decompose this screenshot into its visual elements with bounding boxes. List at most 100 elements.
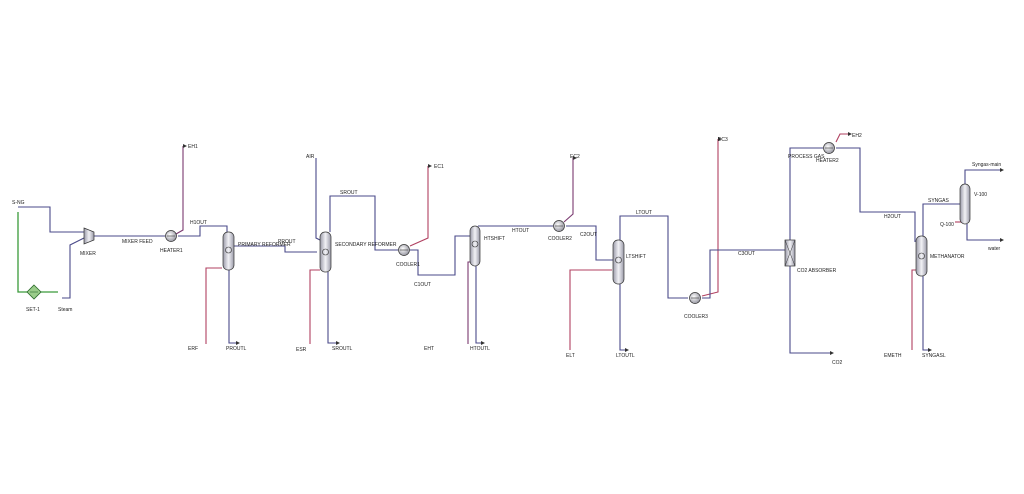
stream-prout-line[interactable]: [234, 245, 317, 253]
label-air: AIR: [306, 154, 315, 160]
stream-esr-line[interactable]: [309, 269, 320, 344]
stream-elt-line[interactable]: [569, 269, 612, 350]
stream-srout-line[interactable]: [329, 195, 398, 251]
secondary-reformer-icon[interactable]: [319, 231, 332, 273]
stream-syngas-main-line[interactable]: [964, 169, 1000, 186]
label-primary-reformer: PRIMARY REFORMER: [238, 242, 291, 248]
eh1-arrow: [183, 144, 187, 148]
stream-water-line[interactable]: [966, 224, 1000, 241]
label-ec1: EC1: [434, 164, 444, 170]
syngas-main-arrow: [1000, 168, 1004, 172]
stream-eh1-line[interactable]: [175, 146, 184, 235]
label-cooler3: COOLER3: [684, 314, 708, 320]
stream-htoutl-line[interactable]: [475, 266, 481, 344]
syngasl-arrow: [928, 348, 932, 352]
stream-c3out-line[interactable]: [702, 249, 786, 299]
co2-absorber-icon[interactable]: [784, 239, 796, 267]
ec3-arrow: [718, 137, 722, 141]
stream-ec2-line[interactable]: [563, 158, 574, 223]
ec1-arrow: [428, 164, 432, 168]
stream-sroutl-line[interactable]: [327, 272, 336, 344]
stream-proutl-line[interactable]: [228, 270, 236, 344]
htshift-icon[interactable]: [469, 225, 481, 267]
water-arrow: [1000, 238, 1004, 242]
stream-eh2-line[interactable]: [835, 133, 848, 143]
sroutl-arrow: [336, 341, 340, 345]
ltshift-icon[interactable]: [612, 239, 625, 285]
label-set1: SET-1: [26, 307, 40, 313]
stream-syngas-line[interactable]: [922, 203, 965, 236]
stream-steam-line[interactable]: [62, 237, 85, 299]
label-htout: HTOUT: [512, 228, 529, 234]
label-mixer: MIXER: [80, 251, 96, 257]
stream-ltout-line[interactable]: [619, 215, 688, 299]
v100-icon[interactable]: [959, 183, 971, 225]
label-methanator: METHANATOR: [930, 254, 965, 260]
proutl-arrow: [236, 341, 240, 345]
stream-ec3-line[interactable]: [701, 139, 719, 297]
stream-eht-line[interactable]: [467, 261, 472, 344]
primary-reformer-icon[interactable]: [222, 231, 235, 271]
label-ec3: EC3: [718, 137, 728, 143]
label-q100: Q-100: [940, 222, 954, 228]
label-erf: ERF: [188, 346, 198, 352]
label-ec2: EC2: [570, 154, 580, 160]
label-heater1: HEATER1: [160, 248, 183, 254]
ec2-arrow: [573, 156, 577, 160]
stream-ec1-line[interactable]: [409, 166, 429, 247]
stream-s-ng-line[interactable]: [18, 206, 84, 233]
cooler3-icon[interactable]: [689, 292, 701, 304]
label-h2out: H2OUT: [884, 214, 901, 220]
stream-c1out-line[interactable]: [410, 235, 470, 276]
label-c3out: C3OUT: [738, 251, 755, 257]
label-emeth: EMETH: [884, 353, 902, 359]
co2-arrow: [830, 351, 834, 355]
label-cooler1: COOLER1: [396, 262, 420, 268]
eh2-arrow: [848, 132, 852, 136]
set1-icon[interactable]: [26, 284, 42, 300]
label-cooler2: COOLER2: [548, 236, 572, 242]
cooler1-icon[interactable]: [398, 244, 410, 256]
label-mixer-feed: MIXER FEED: [122, 239, 153, 245]
label-srout: SROUT: [340, 190, 358, 196]
heater1-icon[interactable]: [165, 230, 177, 242]
ltoutl-arrow: [625, 348, 629, 352]
label-co2-absorber: CO2 ABSORBER: [797, 268, 837, 274]
label-syngasl: SYNGASL: [922, 353, 946, 359]
label-eh2: EH2: [852, 133, 862, 139]
label-elt: ELT: [566, 353, 575, 359]
stream-ltoutl-line[interactable]: [619, 284, 625, 351]
stream-c2out-line[interactable]: [566, 225, 613, 261]
label-ltout: LTOUT: [636, 210, 652, 216]
stream-h2out-line[interactable]: [836, 147, 916, 242]
label-ltoutl: LTOUTL: [616, 353, 635, 359]
label-steam: Steam: [58, 307, 72, 313]
label-ltshift: LTSHIFT: [626, 254, 646, 260]
label-eh1: EH1: [188, 144, 198, 150]
cooler2-icon[interactable]: [553, 220, 565, 232]
label-s-ng: S-NG: [12, 200, 25, 206]
label-proutl: PROUTL: [226, 346, 247, 352]
stream-erf-line[interactable]: [205, 267, 222, 344]
stream-syngasl-line[interactable]: [922, 276, 928, 351]
mixer-icon[interactable]: [83, 227, 95, 245]
label-htshift: HTSHIFT: [484, 236, 505, 242]
stream-emeth-line[interactable]: [911, 269, 916, 350]
label-prout: PROUT: [278, 239, 296, 245]
label-c1out: C1OUT: [414, 282, 431, 288]
label-process-gas: PROCESS GAS: [788, 154, 825, 160]
label-water: water: [988, 246, 1001, 252]
stream-co2-line[interactable]: [789, 266, 830, 354]
label-v100: V-100: [974, 192, 987, 198]
stream-h1out-line[interactable]: [178, 225, 228, 237]
stream-air-line[interactable]: [315, 158, 321, 241]
methanator-icon[interactable]: [915, 235, 928, 277]
stream-process-gas-line[interactable]: [789, 147, 823, 240]
heater2-icon[interactable]: [823, 142, 835, 154]
label-co2: CO2: [832, 360, 843, 366]
label-syngas: SYNGAS: [928, 198, 950, 204]
label-secondary-reformer: SECONDARY REFORMER: [335, 242, 397, 248]
label-c2out: C2OUT: [580, 232, 597, 238]
label-eht: EHT: [424, 346, 434, 352]
